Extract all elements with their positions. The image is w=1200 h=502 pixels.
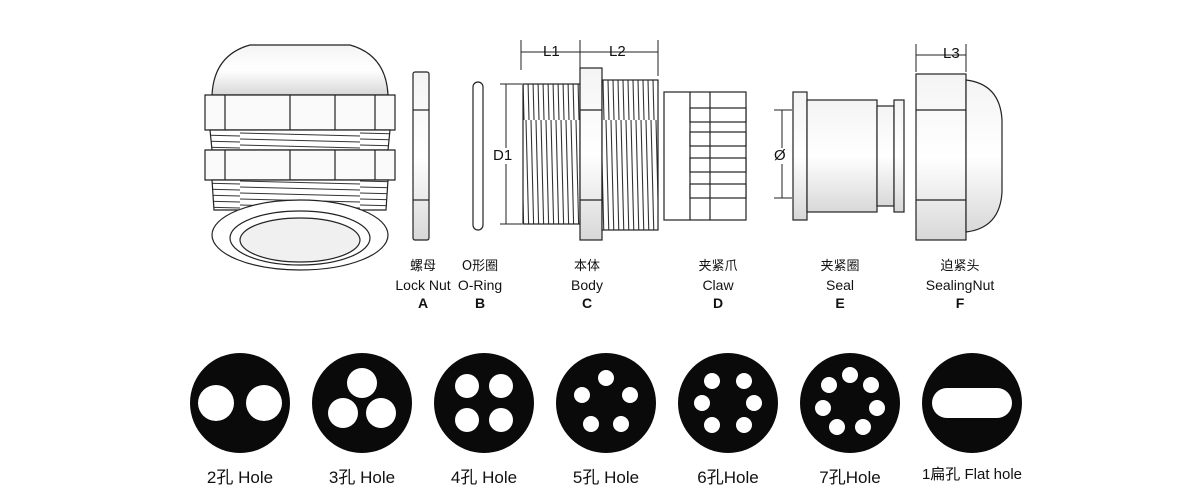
hole-disc-5	[556, 353, 656, 453]
part-cn-label: O形圈	[461, 259, 499, 274]
part-en-label: Body	[571, 277, 603, 293]
hole-disc-6	[678, 353, 778, 453]
hole-disc-4	[434, 353, 534, 453]
part-cn-label: 夹紧圈	[820, 259, 860, 274]
part-en-label: Seal	[825, 277, 855, 293]
hole-disc-3	[312, 353, 412, 453]
part-label-e: 夹紧圈 Seal E	[800, 258, 880, 312]
hole-caption-6: 6孔Hole	[697, 468, 759, 487]
part-cn-label: 迫紧头	[940, 259, 980, 274]
part-en-label: O-Ring	[457, 277, 503, 293]
part-cn-label: 螺母	[409, 259, 436, 274]
seal-part	[792, 91, 905, 221]
part-letter: F	[955, 295, 965, 311]
hole-pattern-row	[190, 353, 1022, 453]
dim-l2-label: L2	[609, 43, 626, 60]
hole-caption-3: 3孔 Hole	[328, 468, 396, 487]
dim-d1-label: D1	[493, 147, 513, 164]
part-cn-label: 本体	[573, 259, 600, 274]
part-label-a: 螺母 Lock Nut A	[383, 258, 463, 312]
part-label-f: 迫紧头 SealingNut F	[910, 258, 1010, 312]
sealing-nut-part	[915, 73, 1003, 241]
dim-diameter-label: Ø	[774, 147, 786, 164]
hole-caption-7: 7孔Hole	[819, 468, 881, 487]
hole-caption-2: 2孔 Hole	[206, 468, 274, 487]
part-label-d: 夹紧爪 Claw D	[678, 258, 758, 312]
hole-disc-7	[800, 353, 900, 453]
part-letter: C	[581, 295, 593, 311]
part-en-label: Lock Nut	[395, 277, 451, 293]
part-cn-label: 夹紧爪	[698, 259, 738, 274]
hole-caption-4: 4孔 Hole	[450, 468, 518, 487]
part-en-label: Claw	[702, 277, 734, 293]
part-label-c: 本体 Body C	[547, 258, 627, 312]
part-en-label: SealingNut	[925, 277, 995, 293]
hole-caption-5: 5孔 Hole	[572, 468, 640, 487]
lock-nut-part	[412, 71, 430, 241]
part-letter: D	[712, 295, 724, 311]
claw-part	[663, 91, 747, 221]
dim-l1-label: L1	[543, 43, 560, 60]
body-part	[522, 67, 659, 241]
part-letter: E	[835, 295, 845, 311]
part-label-b: O形圈 O-Ring B	[442, 258, 518, 312]
o-ring-part	[472, 81, 484, 231]
hole-caption-flat: 1扁孔 Flat hole	[921, 466, 1023, 483]
dim-l3-label: L3	[943, 45, 960, 62]
part-letter: A	[417, 295, 429, 311]
assembled-gland-illustration	[204, 44, 396, 271]
hole-disc-2	[190, 353, 290, 453]
part-letter: B	[474, 295, 486, 311]
